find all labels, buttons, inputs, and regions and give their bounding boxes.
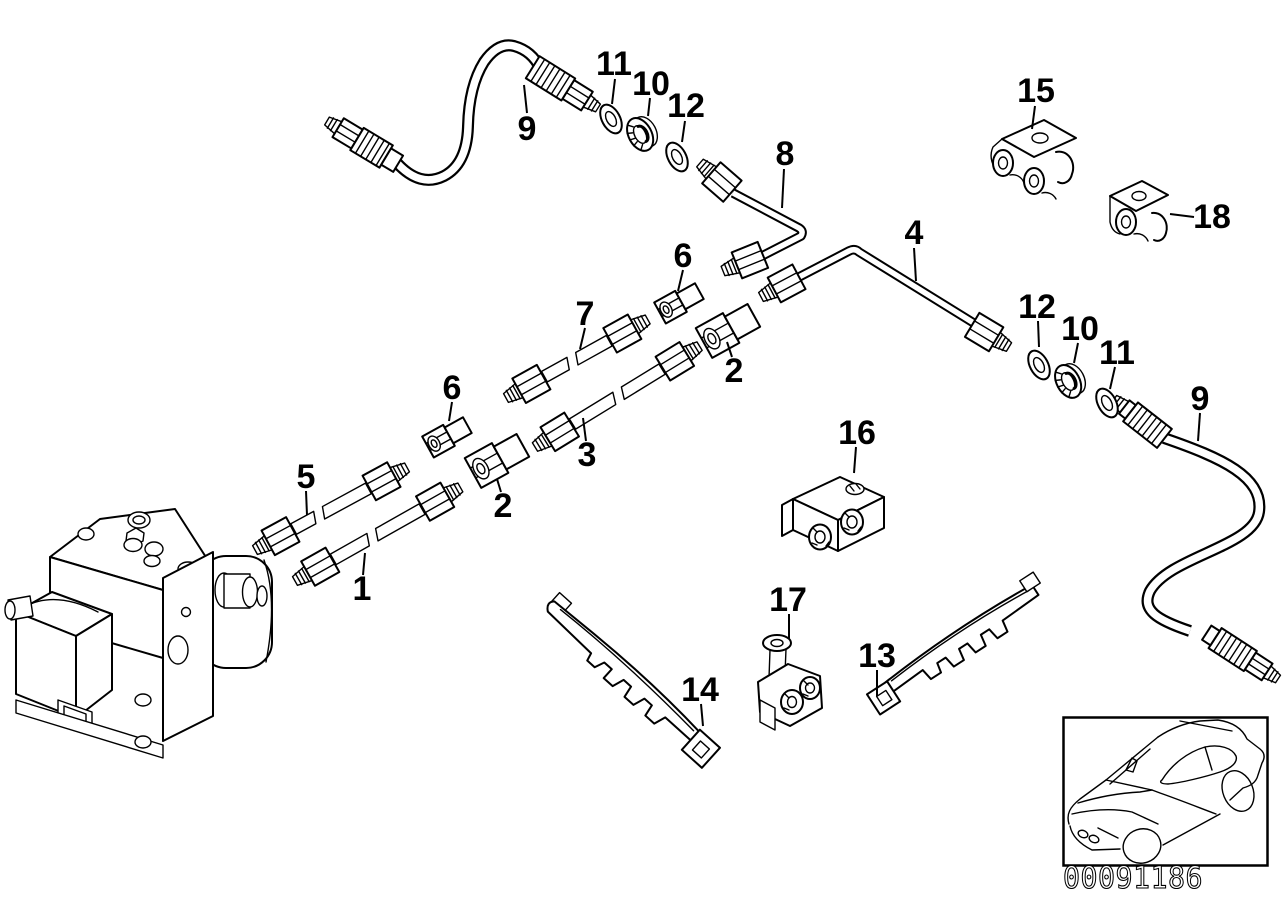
part-pipe-3 xyxy=(526,333,708,460)
leader-line xyxy=(726,341,733,358)
svg-text:2: 2 xyxy=(494,487,513,525)
callout-13[interactable]: 13 xyxy=(858,637,896,696)
svg-text:17: 17 xyxy=(769,581,807,619)
callout-7[interactable]: 7 xyxy=(576,295,595,350)
svg-text:18: 18 xyxy=(1193,198,1231,236)
callout-9-front-hose[interactable]: 9 xyxy=(518,84,537,148)
leader-line xyxy=(1109,366,1116,390)
svg-text:2: 2 xyxy=(725,352,744,390)
svg-text:5: 5 xyxy=(297,458,316,496)
leader-line xyxy=(579,327,586,350)
car-inset: 00091186 xyxy=(1062,716,1269,897)
callout-8[interactable]: 8 xyxy=(776,135,795,209)
leader-line xyxy=(1073,342,1079,364)
part-abs-hydro-unit xyxy=(4,508,273,759)
leader-line xyxy=(1197,412,1201,442)
callout-12-top[interactable]: 12 xyxy=(667,87,705,143)
leader-line xyxy=(523,84,528,114)
callout-2-left[interactable]: 2 xyxy=(494,478,513,525)
part-nut-10-right xyxy=(1047,356,1093,404)
svg-text:8: 8 xyxy=(776,135,795,173)
leader-line xyxy=(1031,105,1036,130)
svg-text:16: 16 xyxy=(838,414,876,452)
image-stamp-code: 00091186 xyxy=(1063,861,1203,896)
part-rail-13 xyxy=(865,571,1041,716)
leader-line xyxy=(611,78,616,105)
leader-line xyxy=(781,168,785,209)
svg-text:11: 11 xyxy=(1099,334,1135,372)
leader-line xyxy=(913,247,917,282)
callout-15[interactable]: 15 xyxy=(1017,72,1055,130)
svg-text:14: 14 xyxy=(681,671,719,709)
leader-line xyxy=(496,478,502,493)
svg-text:7: 7 xyxy=(576,295,595,333)
svg-text:6: 6 xyxy=(674,237,693,275)
callout-14[interactable]: 14 xyxy=(681,671,719,727)
inset-frame xyxy=(1062,716,1269,867)
part-pipe-7 xyxy=(498,306,656,412)
callout-1[interactable]: 1 xyxy=(353,552,372,608)
part-hose-9-front-left xyxy=(323,39,602,186)
leader-line xyxy=(681,120,686,143)
callout-10-right[interactable]: 10 xyxy=(1061,310,1099,364)
leader-line xyxy=(677,269,684,292)
svg-text:12: 12 xyxy=(667,87,705,125)
part-washer-11-top xyxy=(594,100,628,138)
part-pipe-4 xyxy=(753,244,1018,361)
callout-11-top[interactable]: 11 xyxy=(596,45,632,105)
callout-16[interactable]: 16 xyxy=(838,414,876,474)
part-hose-9-rear-right xyxy=(1110,394,1282,684)
svg-text:12: 12 xyxy=(1018,288,1056,326)
leader-line xyxy=(1169,213,1195,218)
part-holder-17 xyxy=(757,634,823,731)
leader-line xyxy=(1037,320,1040,348)
part-washer-12-right xyxy=(1022,346,1056,384)
part-clamp-15 xyxy=(990,119,1077,200)
callout-4[interactable]: 4 xyxy=(905,214,924,282)
part-pipe-8 xyxy=(689,151,807,285)
callout-12-right[interactable]: 12 xyxy=(1018,288,1056,348)
part-pipe-1 xyxy=(287,474,469,595)
car-outline-icon xyxy=(1067,719,1265,864)
callout-3[interactable]: 3 xyxy=(578,417,597,474)
part-rail-14 xyxy=(546,591,721,769)
callouts-layer: 9 11 10 12 8 4 15 18 xyxy=(297,45,1231,727)
leader-line xyxy=(853,446,857,474)
part-clamp-18 xyxy=(1109,180,1169,242)
svg-text:13: 13 xyxy=(858,637,896,675)
svg-text:9: 9 xyxy=(518,110,537,148)
part-pipe-5 xyxy=(247,454,415,564)
callout-17[interactable]: 17 xyxy=(769,581,807,639)
part-washer-12-top xyxy=(660,138,694,176)
svg-text:10: 10 xyxy=(1061,310,1099,348)
callout-11-right[interactable]: 11 xyxy=(1099,334,1135,390)
svg-text:9: 9 xyxy=(1191,380,1210,418)
svg-text:10: 10 xyxy=(632,65,670,103)
part-washer-11-right xyxy=(1090,384,1124,422)
leader-line xyxy=(582,417,587,442)
part-union-6-lower xyxy=(421,413,475,459)
svg-text:1: 1 xyxy=(353,570,372,608)
svg-text:6: 6 xyxy=(443,369,462,407)
leader-line xyxy=(305,490,308,516)
callout-6-upper[interactable]: 6 xyxy=(674,237,693,292)
leader-line xyxy=(647,97,651,117)
callout-2-right[interactable]: 2 xyxy=(725,341,744,390)
svg-text:15: 15 xyxy=(1017,72,1055,110)
callout-5[interactable]: 5 xyxy=(297,458,316,516)
callout-9-rear-hose[interactable]: 9 xyxy=(1191,380,1210,442)
svg-text:11: 11 xyxy=(596,45,632,83)
part-nut-10-top xyxy=(619,109,665,157)
leader-line xyxy=(700,703,704,727)
part-connector-block-16 xyxy=(781,476,885,552)
callout-10-top[interactable]: 10 xyxy=(632,65,670,117)
leader-line xyxy=(448,401,453,422)
leader-line xyxy=(362,552,366,576)
svg-text:4: 4 xyxy=(905,214,924,252)
callout-18[interactable]: 18 xyxy=(1169,198,1231,236)
callout-6-lower[interactable]: 6 xyxy=(443,369,462,422)
svg-text:3: 3 xyxy=(578,436,597,474)
